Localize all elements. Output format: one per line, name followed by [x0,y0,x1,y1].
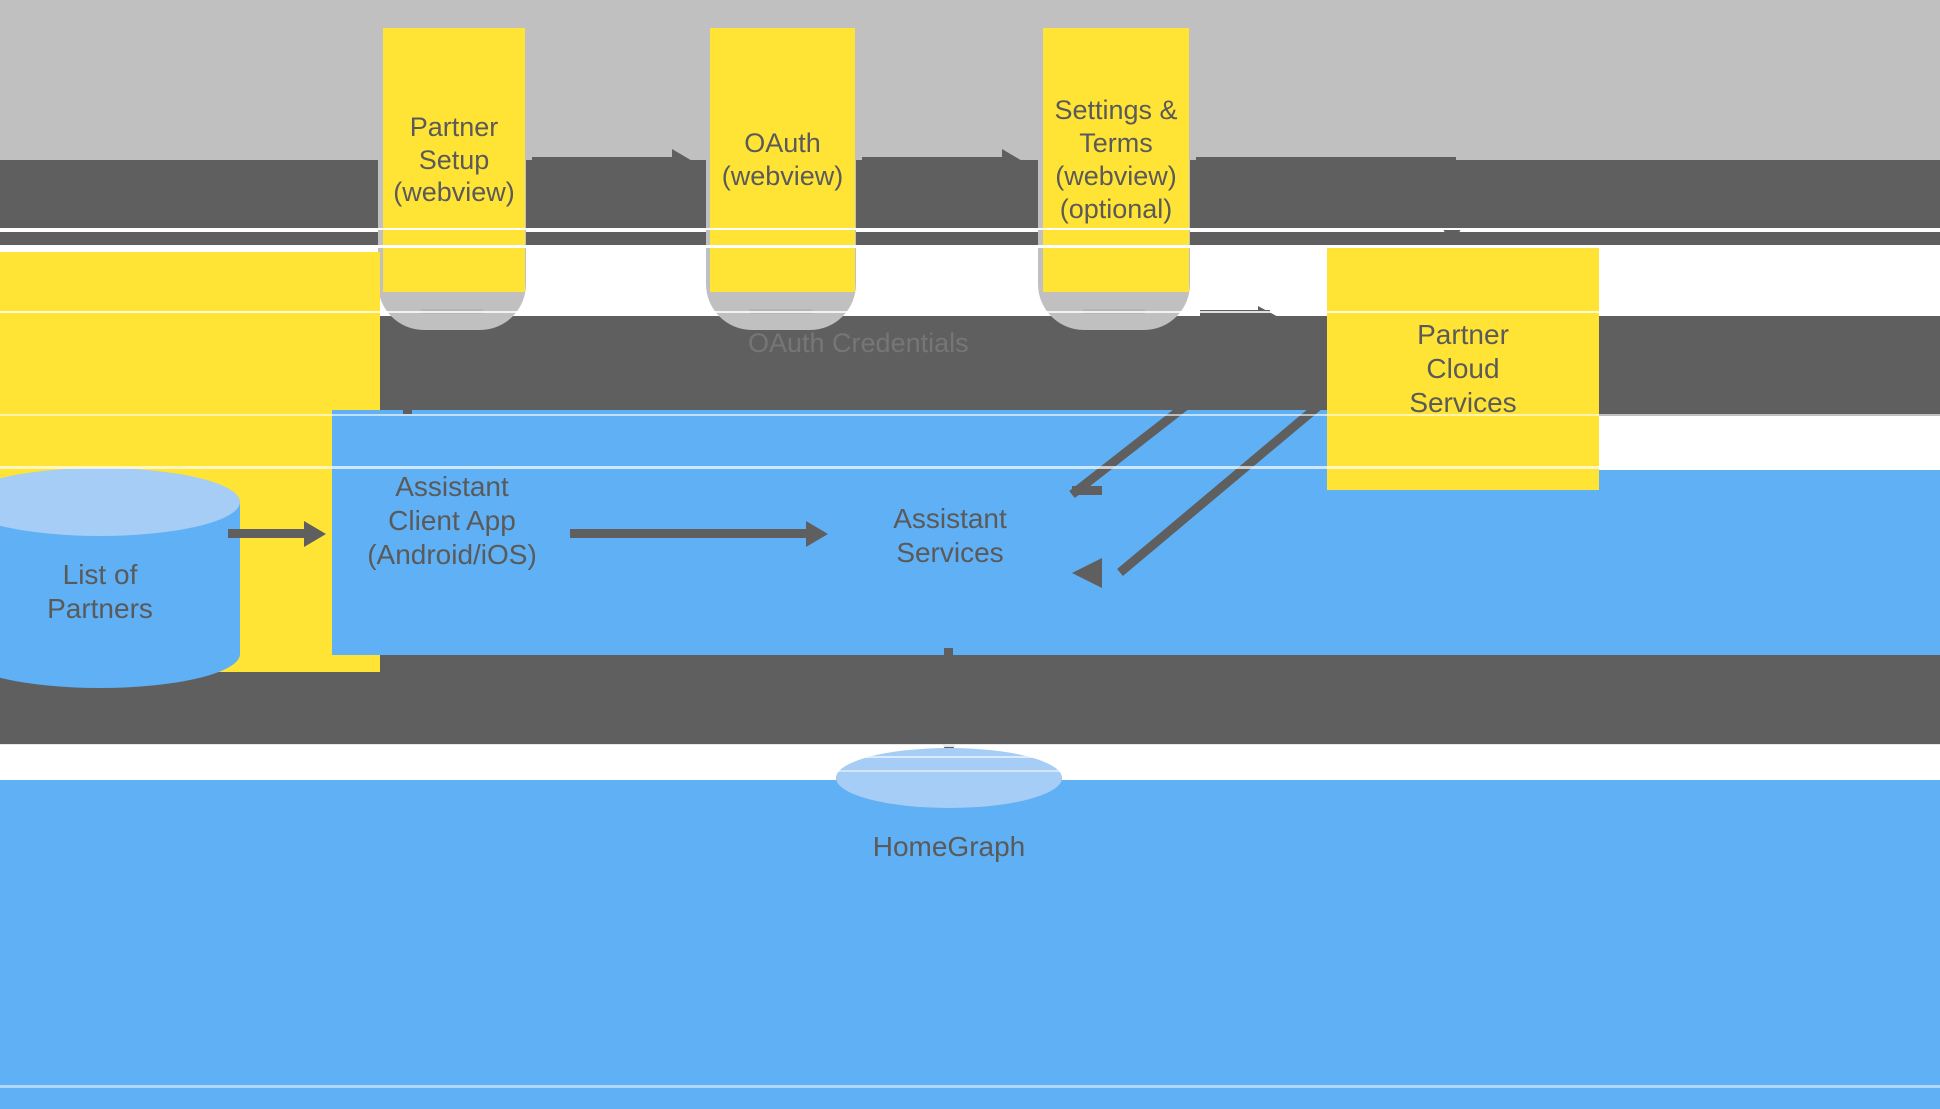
cylinder-top-ellipse [0,468,240,536]
connector-client-app-to-partner-setup-stem [403,352,412,414]
connector-partner-cloud-to-assistant-top-stub [1200,310,1270,319]
arrowhead-into-partner-setup [392,330,422,354]
arrowhead-into-partner-cloud-services [1435,215,1469,245]
node-settings-terms-label: Settings & Terms (webview) (optional) [1054,95,1178,224]
node-assistant-client-app-label: Assistant Client App (Android/iOS) [367,471,537,571]
cylinder-top-ellipse [836,748,1062,808]
connector-assistant-to-partner-cloud-up-stub [1072,486,1102,495]
background-band-dark-3 [380,316,1940,416]
node-assistant-services-label: Assistant Services [893,503,1007,569]
node-partner-cloud-services: Partner Cloud Services [1327,248,1599,490]
phone-home-indicator-icon [749,309,813,314]
background-band-dark-2 [0,232,1940,245]
node-partner-cloud-services-label: Partner Cloud Services [1409,318,1517,419]
background-band-dark-1 [0,160,1940,228]
connector-settings-to-partner-cloud-vertical [1447,157,1456,219]
node-oauth-label: OAuth (webview) [721,128,844,191]
artifact-scanline [0,245,1940,248]
background-band-top-gray [0,0,1940,160]
node-homegraph: HomeGraph [836,748,1062,948]
artifact-scanline [0,228,1940,230]
arrowhead-to-assistant-services [1072,558,1102,588]
arrow-oauth-to-settings-terms [862,157,1004,166]
node-oauth: OAuth (webview) [710,28,855,292]
arrow-partner-setup-to-oauth [532,157,674,166]
cylinder-bottom-ellipse [0,620,240,688]
arrow-client-app-to-assistant-services [570,529,808,538]
connector-assistant-services-to-homegraph [944,648,953,736]
arrow-list-of-partners-to-client-app [228,529,306,538]
cylinder-bottom-ellipse [836,888,1062,948]
node-list-of-partners: List of Partners [0,468,240,688]
node-settings-terms: Settings & Terms (webview) (optional) [1043,28,1189,292]
node-partner-setup-label: Partner Setup (webview) [393,111,515,208]
connector-settings-to-partner-cloud-horizontal [1196,157,1456,166]
phone-home-indicator-icon [1082,309,1146,314]
node-partner-setup: Partner Setup (webview) [383,28,525,292]
node-homegraph-label: HomeGraph [872,831,1026,862]
phone-home-indicator-icon [420,309,484,314]
node-list-of-partners-label: List of Partners [47,559,153,625]
edge-label-oauth-credentials: OAuth Credentials [748,328,969,358]
